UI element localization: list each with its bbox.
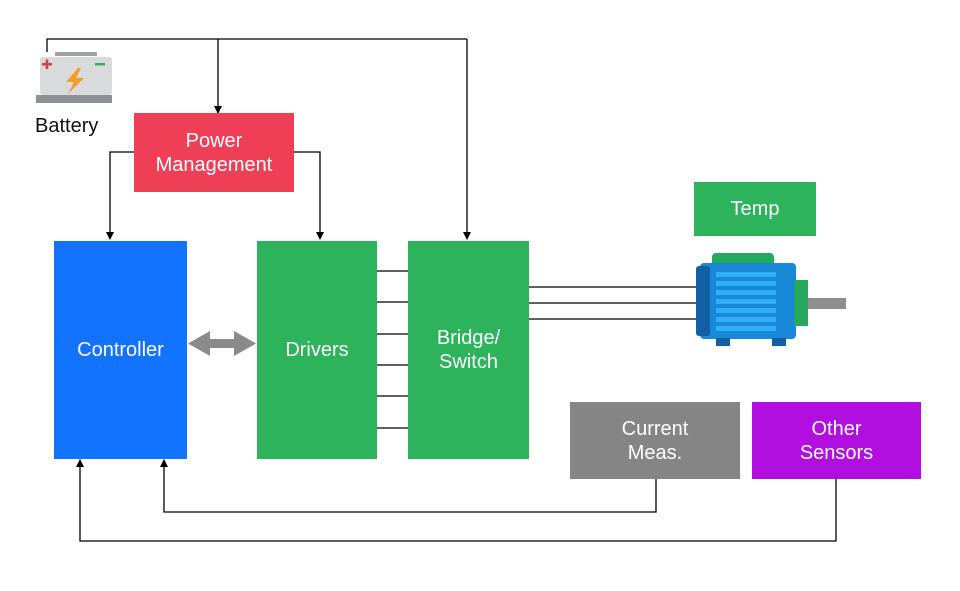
sensors-feedback-line	[76, 459, 837, 542]
battery-icon	[36, 52, 112, 103]
battery-label: Battery	[35, 115, 99, 137]
controller-block[interactable]: Controller	[54, 241, 187, 459]
motor-icon	[696, 253, 846, 346]
bridge-switch-block[interactable]: Bridge/ Switch	[408, 241, 529, 459]
controller-label: Controller	[77, 339, 164, 361]
other-sensors-block[interactable]: Other Sensors	[752, 402, 921, 479]
bridge-switch-label: Bridge/ Switch	[436, 327, 501, 373]
bidirectional-arrow	[188, 331, 256, 356]
power-management-block[interactable]: Power Management	[134, 113, 294, 192]
current-meas-label: Current Meas.	[621, 417, 689, 464]
temp-block[interactable]: Temp	[694, 182, 816, 236]
current-meas-block[interactable]: Current Meas.	[570, 402, 740, 479]
drivers-block[interactable]: Drivers	[257, 241, 377, 459]
temp-label: Temp	[730, 198, 780, 220]
power-to-drivers-line	[294, 151, 324, 240]
power-management-label: Power Management	[155, 129, 273, 176]
power-to-controller-line	[106, 151, 134, 240]
current-feedback-line	[160, 459, 657, 513]
connector-lines	[46, 38, 837, 542]
battery-bus-line	[46, 38, 467, 52]
other-sensors-label: Other Sensors	[799, 417, 874, 464]
drivers-label: Drivers	[285, 339, 349, 361]
